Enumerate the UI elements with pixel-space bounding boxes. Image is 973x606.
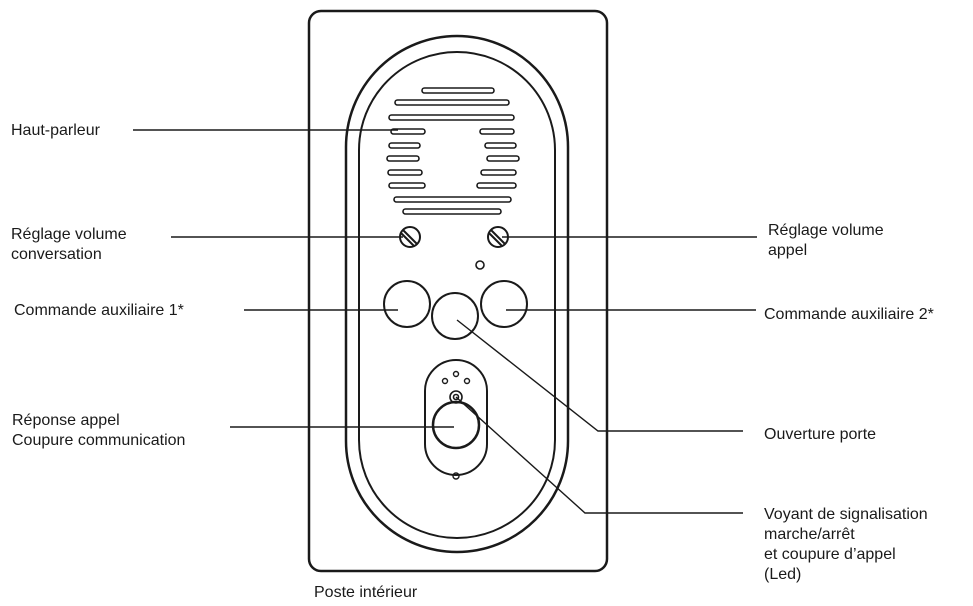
- leader-ouverture-porte: [456, 319, 743, 432]
- ouverture-porte-button[interactable]: [431, 292, 479, 340]
- intercom-body-inner: [358, 51, 556, 539]
- label-volume-appel: Réglage volume appel: [768, 222, 884, 259]
- reponse-appel-button[interactable]: [431, 400, 481, 450]
- caption-poste-interieur: Poste intérieur: [314, 584, 418, 601]
- label-haut-parleur: Haut-parleur: [11, 122, 100, 139]
- volume-screw-appel[interactable]: [487, 226, 509, 248]
- commande-aux-1-button[interactable]: [383, 280, 431, 328]
- small-hole-top: [475, 260, 485, 270]
- mounting-plate: [307, 9, 609, 573]
- label-commande-aux-2: Commande auxiliaire 2*: [764, 306, 934, 323]
- leader-voyant: [455, 396, 743, 514]
- commande-aux-2-button[interactable]: [480, 280, 528, 328]
- label-voyant: Voyant de signalisation marche/arrêt et …: [764, 506, 928, 583]
- small-hole-bottom: [452, 472, 460, 480]
- leader-lines: [133, 129, 757, 514]
- label-reponse-appel: Réponse appel Coupure communication: [12, 412, 186, 449]
- led-dots: [441, 370, 471, 385]
- answer-button-housing: [424, 359, 488, 476]
- label-commande-aux-1: Commande auxiliaire 1*: [14, 302, 184, 319]
- intercom-body-outer: [344, 34, 570, 554]
- speaker-grille: [386, 87, 520, 215]
- label-ouverture-porte: Ouverture porte: [764, 426, 877, 443]
- label-volume-conversation: Réglage volume conversation: [11, 226, 127, 263]
